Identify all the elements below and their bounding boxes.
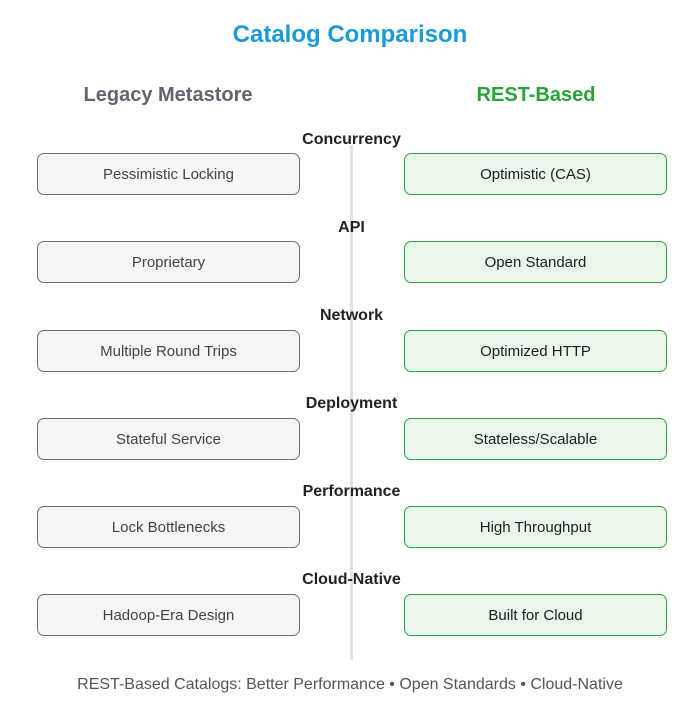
rest-box-api: Open Standard [404, 241, 667, 283]
category-label-concurrency: Concurrency [302, 131, 401, 148]
center-divider [350, 145, 353, 660]
legacy-box-concurrency: Pessimistic Locking [37, 153, 300, 195]
legacy-box-api: Proprietary [37, 241, 300, 283]
rest-box-concurrency: Optimistic (CAS) [404, 153, 667, 195]
category-label-cloud-native: Cloud-Native [302, 571, 401, 588]
legacy-box-performance: Lock Bottlenecks [37, 506, 300, 548]
category-label-api: API [338, 219, 365, 236]
rest-column-header: REST-Based [476, 84, 596, 106]
rest-box-cloud-native: Built for Cloud [404, 594, 667, 636]
rest-box-deployment: Stateless/Scalable [404, 418, 667, 460]
legacy-box-deployment: Stateful Service [37, 418, 300, 460]
rest-box-performance: High Throughput [404, 506, 667, 548]
legacy-box-cloud-native: Hadoop-Era Design [37, 594, 300, 636]
footer-summary: REST-Based Catalogs: Better Performance … [77, 676, 623, 693]
category-label-deployment: Deployment [305, 395, 398, 412]
legacy-column-header: Legacy Metastore [83, 84, 253, 106]
rest-box-network: Optimized HTTP [404, 330, 667, 372]
legacy-box-network: Multiple Round Trips [37, 330, 300, 372]
page-title: Catalog Comparison [232, 21, 468, 48]
category-label-performance: Performance [302, 483, 401, 500]
category-label-network: Network [319, 307, 384, 324]
